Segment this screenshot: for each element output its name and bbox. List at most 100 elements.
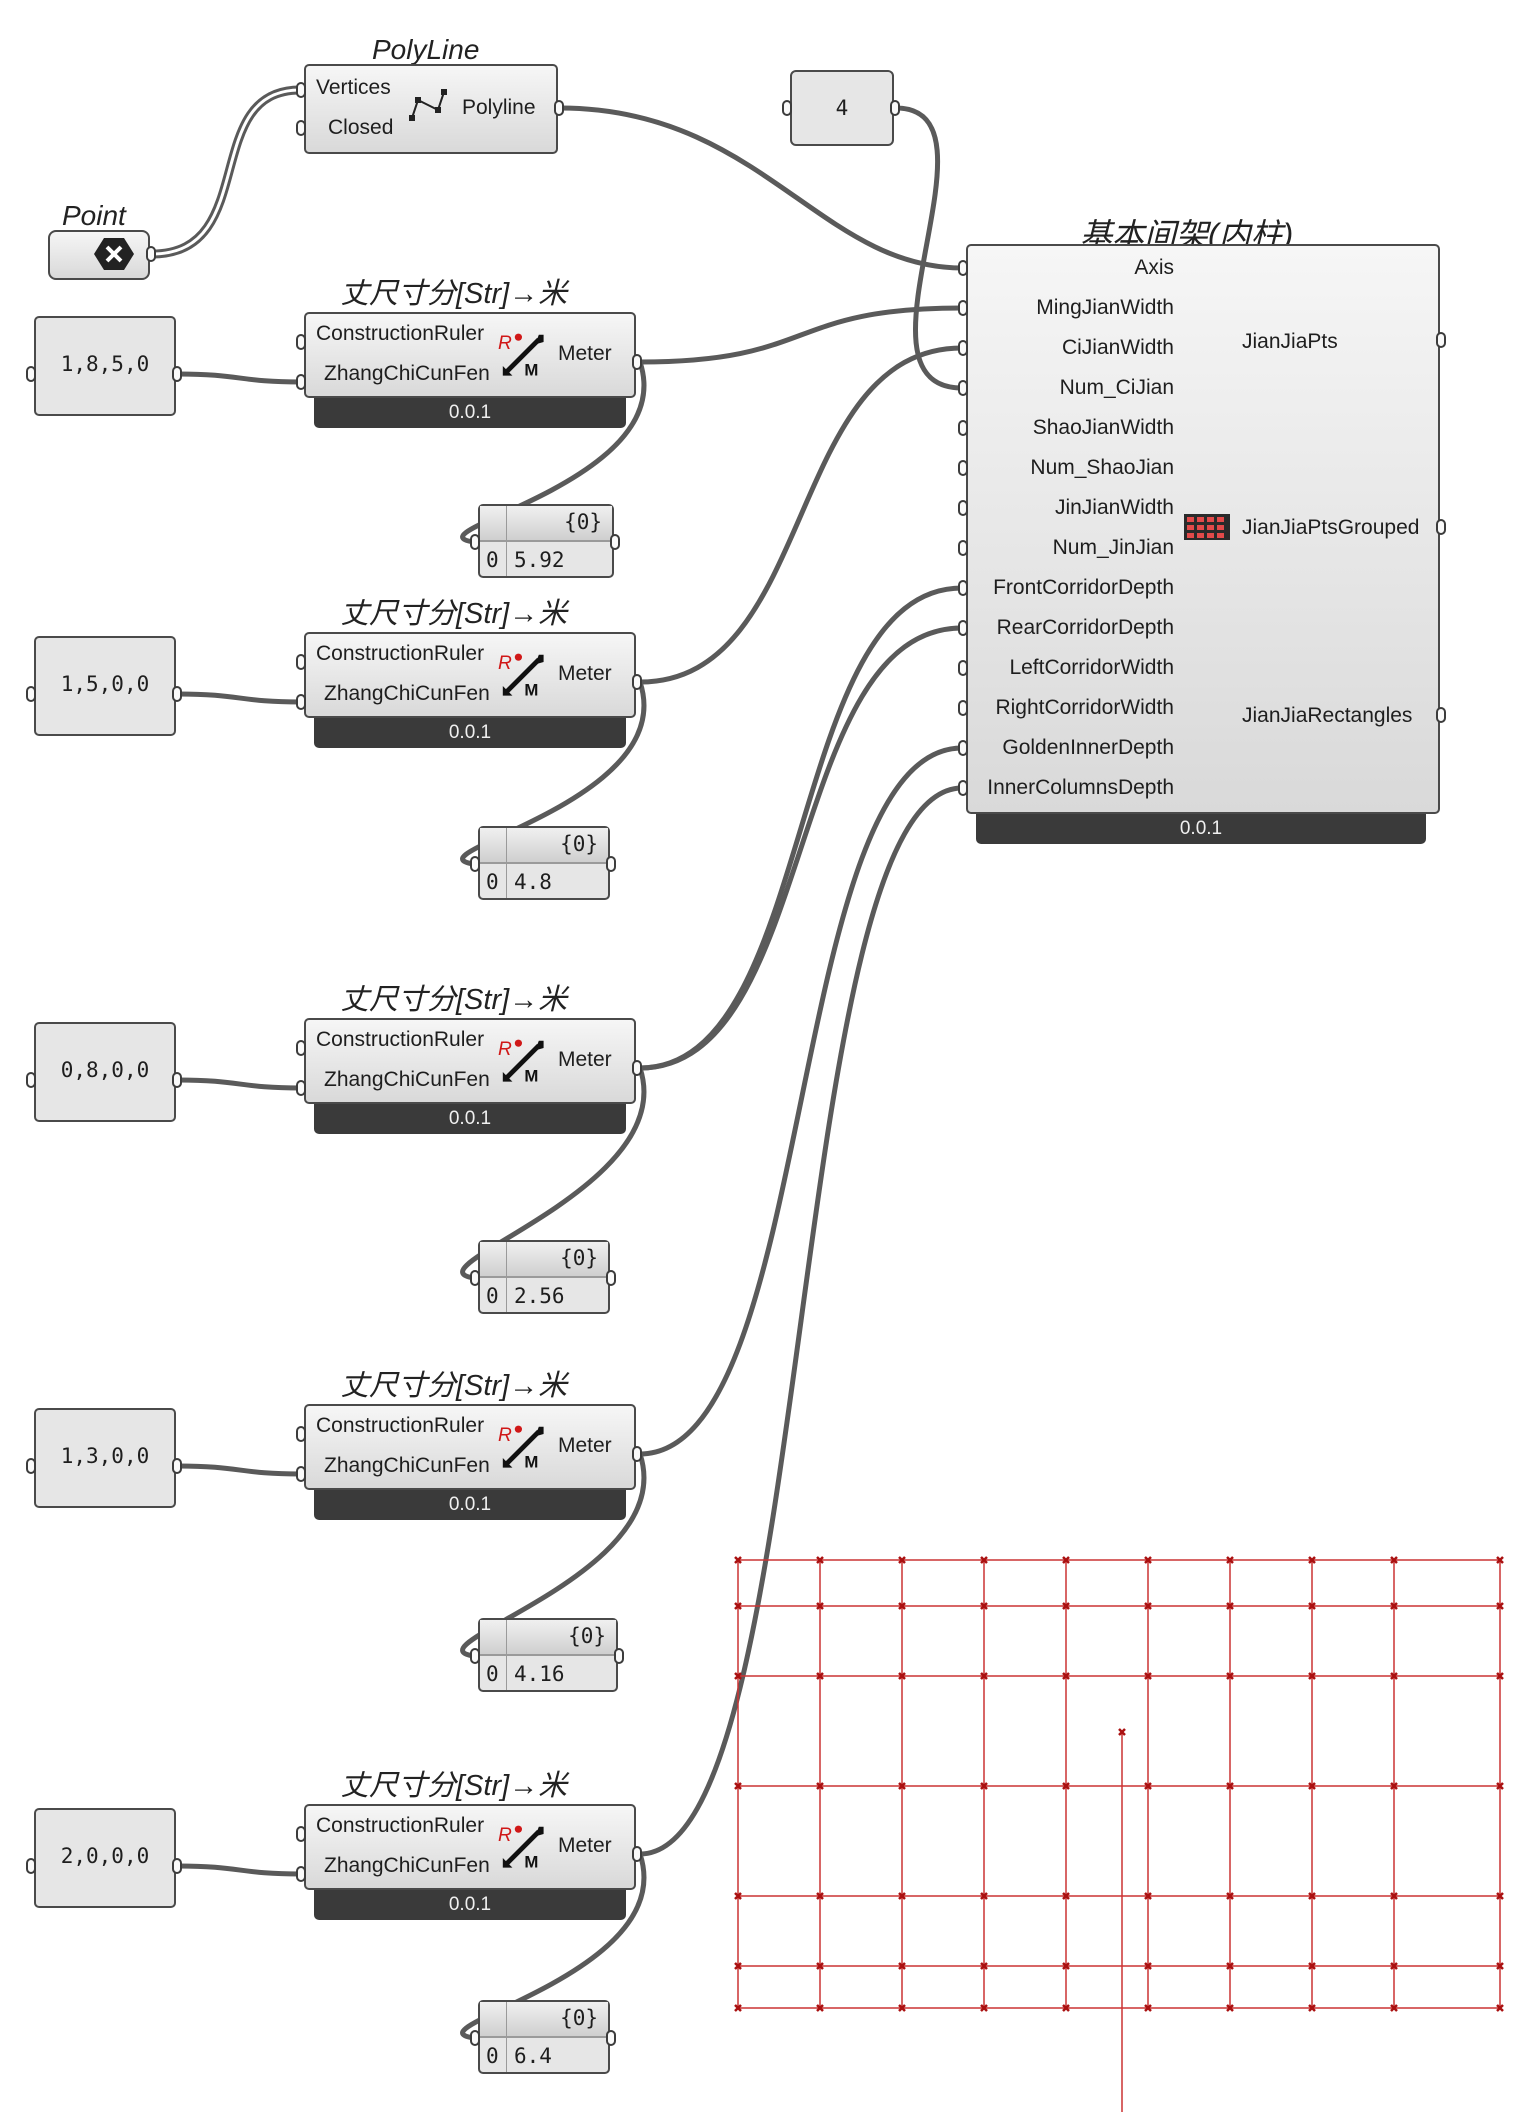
string-value-input-grip[interactable] [26,1458,36,1474]
wire-value-to-converter-1[interactable] [175,691,303,705]
main-output-grip-jianjiapts[interactable] [1436,332,1446,348]
wire-value-to-converter-0[interactable] [175,371,303,385]
string-value-box[interactable]: 0,8,0,0 [34,1022,176,1122]
wire-converter-2-to-input-9[interactable] [637,625,965,1071]
panel-input-grip[interactable] [470,2030,480,2046]
string-value-output-grip[interactable] [172,366,182,382]
panel[interactable]: {0} 0 4.8 [478,826,610,900]
converter-output-grip[interactable] [632,1846,642,1862]
polyline-input-vertices-grip[interactable] [296,82,306,98]
main-input-grip-rightcorridorwidth[interactable] [958,700,968,716]
wire-value-to-converter-2[interactable] [175,1077,303,1091]
panel-output-grip[interactable] [606,856,616,872]
string-value-output-grip[interactable] [172,1072,182,1088]
panel-input-grip[interactable] [470,1648,480,1664]
converter-component[interactable]: ConstructionRuler ZhangChiCunFen R M Met… [304,1804,636,1890]
polyline-component[interactable]: Vertices Closed Polyline [304,64,558,154]
wire-converter-3-to-panel[interactable] [460,1451,647,1659]
wire-point-to-polyline[interactable] [151,85,301,259]
converter-output-grip[interactable] [632,1446,642,1462]
main-input-grip-shaojianwidth[interactable] [958,420,968,436]
converter-input-grip-zhangchicunfen[interactable] [296,694,306,710]
string-value-box[interactable]: 1,3,0,0 [34,1408,176,1508]
main-input-grip-leftcorridorwidth[interactable] [958,660,968,676]
main-input-grip-num-cijian[interactable] [958,380,968,396]
converter-output-grip[interactable] [632,354,642,370]
converter-input-grip-ruler[interactable] [296,1426,306,1442]
point-output-grip[interactable] [146,246,156,262]
panel-input-grip[interactable] [470,534,480,550]
integer-param-output-grip[interactable] [890,100,900,116]
grid-point-0-5 [1144,1556,1152,1564]
string-value-output-grip[interactable] [172,1458,182,1474]
integer-param-box[interactable]: 4 [790,70,894,146]
converter-component[interactable]: ConstructionRuler ZhangChiCunFen R M Met… [304,312,636,398]
main-output-grip-jianjiaptsgrouped[interactable] [1436,519,1446,535]
string-value-input-grip[interactable] [26,1858,36,1874]
wire-polyline-to-axis[interactable] [557,105,965,271]
string-value-output-grip[interactable] [172,686,182,702]
converter-output-grip[interactable] [632,674,642,690]
wire-converter-3-to-input-12[interactable] [637,745,965,1457]
polyline-input-closed-grip[interactable] [296,120,306,136]
wire-converter-2-to-panel[interactable] [460,1065,647,1281]
wire-converter-0-to-panel[interactable] [460,359,647,545]
converter-input-grip-zhangchicunfen[interactable] [296,1466,306,1482]
main-input-grip-mingjianwidth[interactable] [958,300,968,316]
wire-converter-4-to-input-13[interactable] [637,785,965,1857]
wire-integer-to-numcijian[interactable] [893,105,965,391]
string-value-output-grip[interactable] [172,1858,182,1874]
wire-converter-4-to-panel[interactable] [460,1851,647,2041]
converter-component[interactable]: ConstructionRuler ZhangChiCunFen R M Met… [304,1018,636,1104]
wire-converter-0-to-input-1[interactable] [637,305,965,365]
string-value-input-grip[interactable] [26,686,36,702]
point-param[interactable] [48,230,150,280]
converter-input-grip-zhangchicunfen[interactable] [296,1866,306,1882]
converter-output-grip[interactable] [632,1060,642,1076]
panel-output-grip[interactable] [606,2030,616,2046]
string-value-box[interactable]: 2,0,0,0 [34,1808,176,1908]
panel-input-grip[interactable] [470,856,480,872]
integer-param-input-grip[interactable] [782,100,792,116]
main-input-grip-goldeninnerdepth[interactable] [958,740,968,756]
wire-converter-1-to-panel[interactable] [460,679,647,867]
panel-input-grip[interactable] [470,1270,480,1286]
converter-component[interactable]: ConstructionRuler ZhangChiCunFen R M Met… [304,632,636,718]
converter-input-grip-ruler[interactable] [296,1826,306,1842]
converter-input-grip-ruler[interactable] [296,334,306,350]
main-input-grip-num-jinjian[interactable] [958,540,968,556]
converter-input-grip-ruler[interactable] [296,654,306,670]
main-output-grip-jianjiarectangles[interactable] [1436,707,1446,723]
main-input-grip-jinjianwidth[interactable] [958,500,968,516]
panel[interactable]: {0} 0 2.56 [478,1240,610,1314]
main-input-grip-innercolumnsdepth[interactable] [958,780,968,796]
converter-input-grip-zhangchicunfen[interactable] [296,1080,306,1096]
main-input-grip-cijianwidth[interactable] [958,340,968,356]
main-input-grip-rearcorridordepth[interactable] [958,620,968,636]
main-input-grip-frontcorridordepth[interactable] [958,580,968,596]
converter-component[interactable]: ConstructionRuler ZhangChiCunFen R M Met… [304,1404,636,1490]
string-value-box[interactable]: 1,5,0,0 [34,636,176,736]
converter-input-grip-zhangchicunfen[interactable] [296,374,306,390]
panel-header: {0} [480,1242,608,1278]
string-value-input-grip[interactable] [26,1072,36,1088]
panel[interactable]: {0} 0 4.16 [478,1618,618,1692]
converter-input-grip-ruler[interactable] [296,1040,306,1056]
string-value-input-grip[interactable] [26,366,36,382]
wire-value-to-converter-4[interactable] [175,1863,303,1877]
grid-point-6-9 [1496,2004,1504,2012]
wire-converter-2-to-input-8[interactable] [637,585,965,1071]
panel-output-grip[interactable] [614,1648,624,1664]
panel[interactable]: {0} 0 6.4 [478,2000,610,2074]
wire-converter-1-to-input-2[interactable] [637,345,965,685]
string-value-box[interactable]: 1,8,5,0 [34,316,176,416]
panel-output-grip[interactable] [606,1270,616,1286]
panel[interactable]: {0} 0 5.92 [478,504,614,578]
wire-value-to-converter-3[interactable] [175,1463,303,1477]
main-input-grip-axis[interactable] [958,260,968,276]
panel-output-grip[interactable] [610,534,620,550]
polyline-output-grip[interactable] [554,100,564,116]
main-input-grip-num-shaojian[interactable] [958,460,968,476]
